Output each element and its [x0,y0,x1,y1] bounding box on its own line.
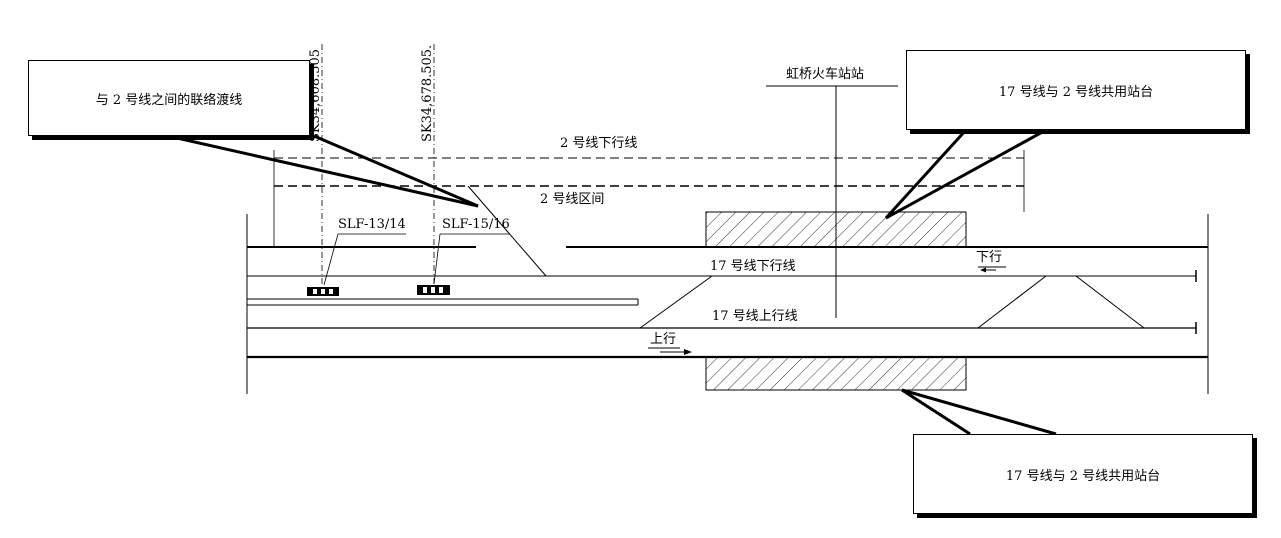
station-name-label: 虹桥火车站站 [786,67,865,82]
up-direction-label: 上行 [650,332,677,347]
turnout-line2-connection [467,185,547,277]
callout-shared-platform-bottom-text: 17 号线与 2 号线共用站台 [1005,468,1161,484]
up-direction-arrow-icon [648,347,692,355]
callout-shared-platform-top: 17 号线与 2 号线共用站台 [906,50,1246,130]
bottom-right-callout-pointer [901,388,1057,436]
top-right-callout-pointer [884,128,1047,220]
down-direction-arrow-icon [978,266,1006,273]
shared-platform-bottom [705,356,967,391]
down-direction-label: 下行 [976,250,1003,265]
crossover-diagonal-right-b [1075,275,1145,329]
crossover-diagonal-right-a [977,275,1047,329]
signal-1-leader [323,233,339,286]
line17-up-label: 17 号线上行线 [710,309,800,324]
chainage-1-label: SK34,608.505 [308,48,323,142]
signal-1-label: SLF-13/14 [338,217,406,232]
signal-2-label: SLF-15/16 [442,217,510,232]
signal-2-leader [433,233,441,285]
callout-crossover-text: 与 2 号线之间的联络渡线 [95,92,243,108]
callout-crossover-to-line2: 与 2 号线之间的联络渡线 [28,60,310,136]
crossover-diagonal-left [639,275,713,329]
chainage-2-label: SK34,678.505. [420,44,435,142]
line17-down-label: 17 号线下行线 [708,259,798,274]
line2-down-label: 2 号线下行线 [560,136,638,151]
line2-section-label: 2 号线区间 [540,192,605,207]
signal-2-icon [417,285,450,295]
callout-shared-platform-top-text: 17 号线与 2 号线共用站台 [998,84,1154,100]
left-callout-pointer [167,134,479,208]
callout-shared-platform-bottom: 17 号线与 2 号线共用站台 [913,434,1253,514]
signal-1-icon [307,287,339,296]
